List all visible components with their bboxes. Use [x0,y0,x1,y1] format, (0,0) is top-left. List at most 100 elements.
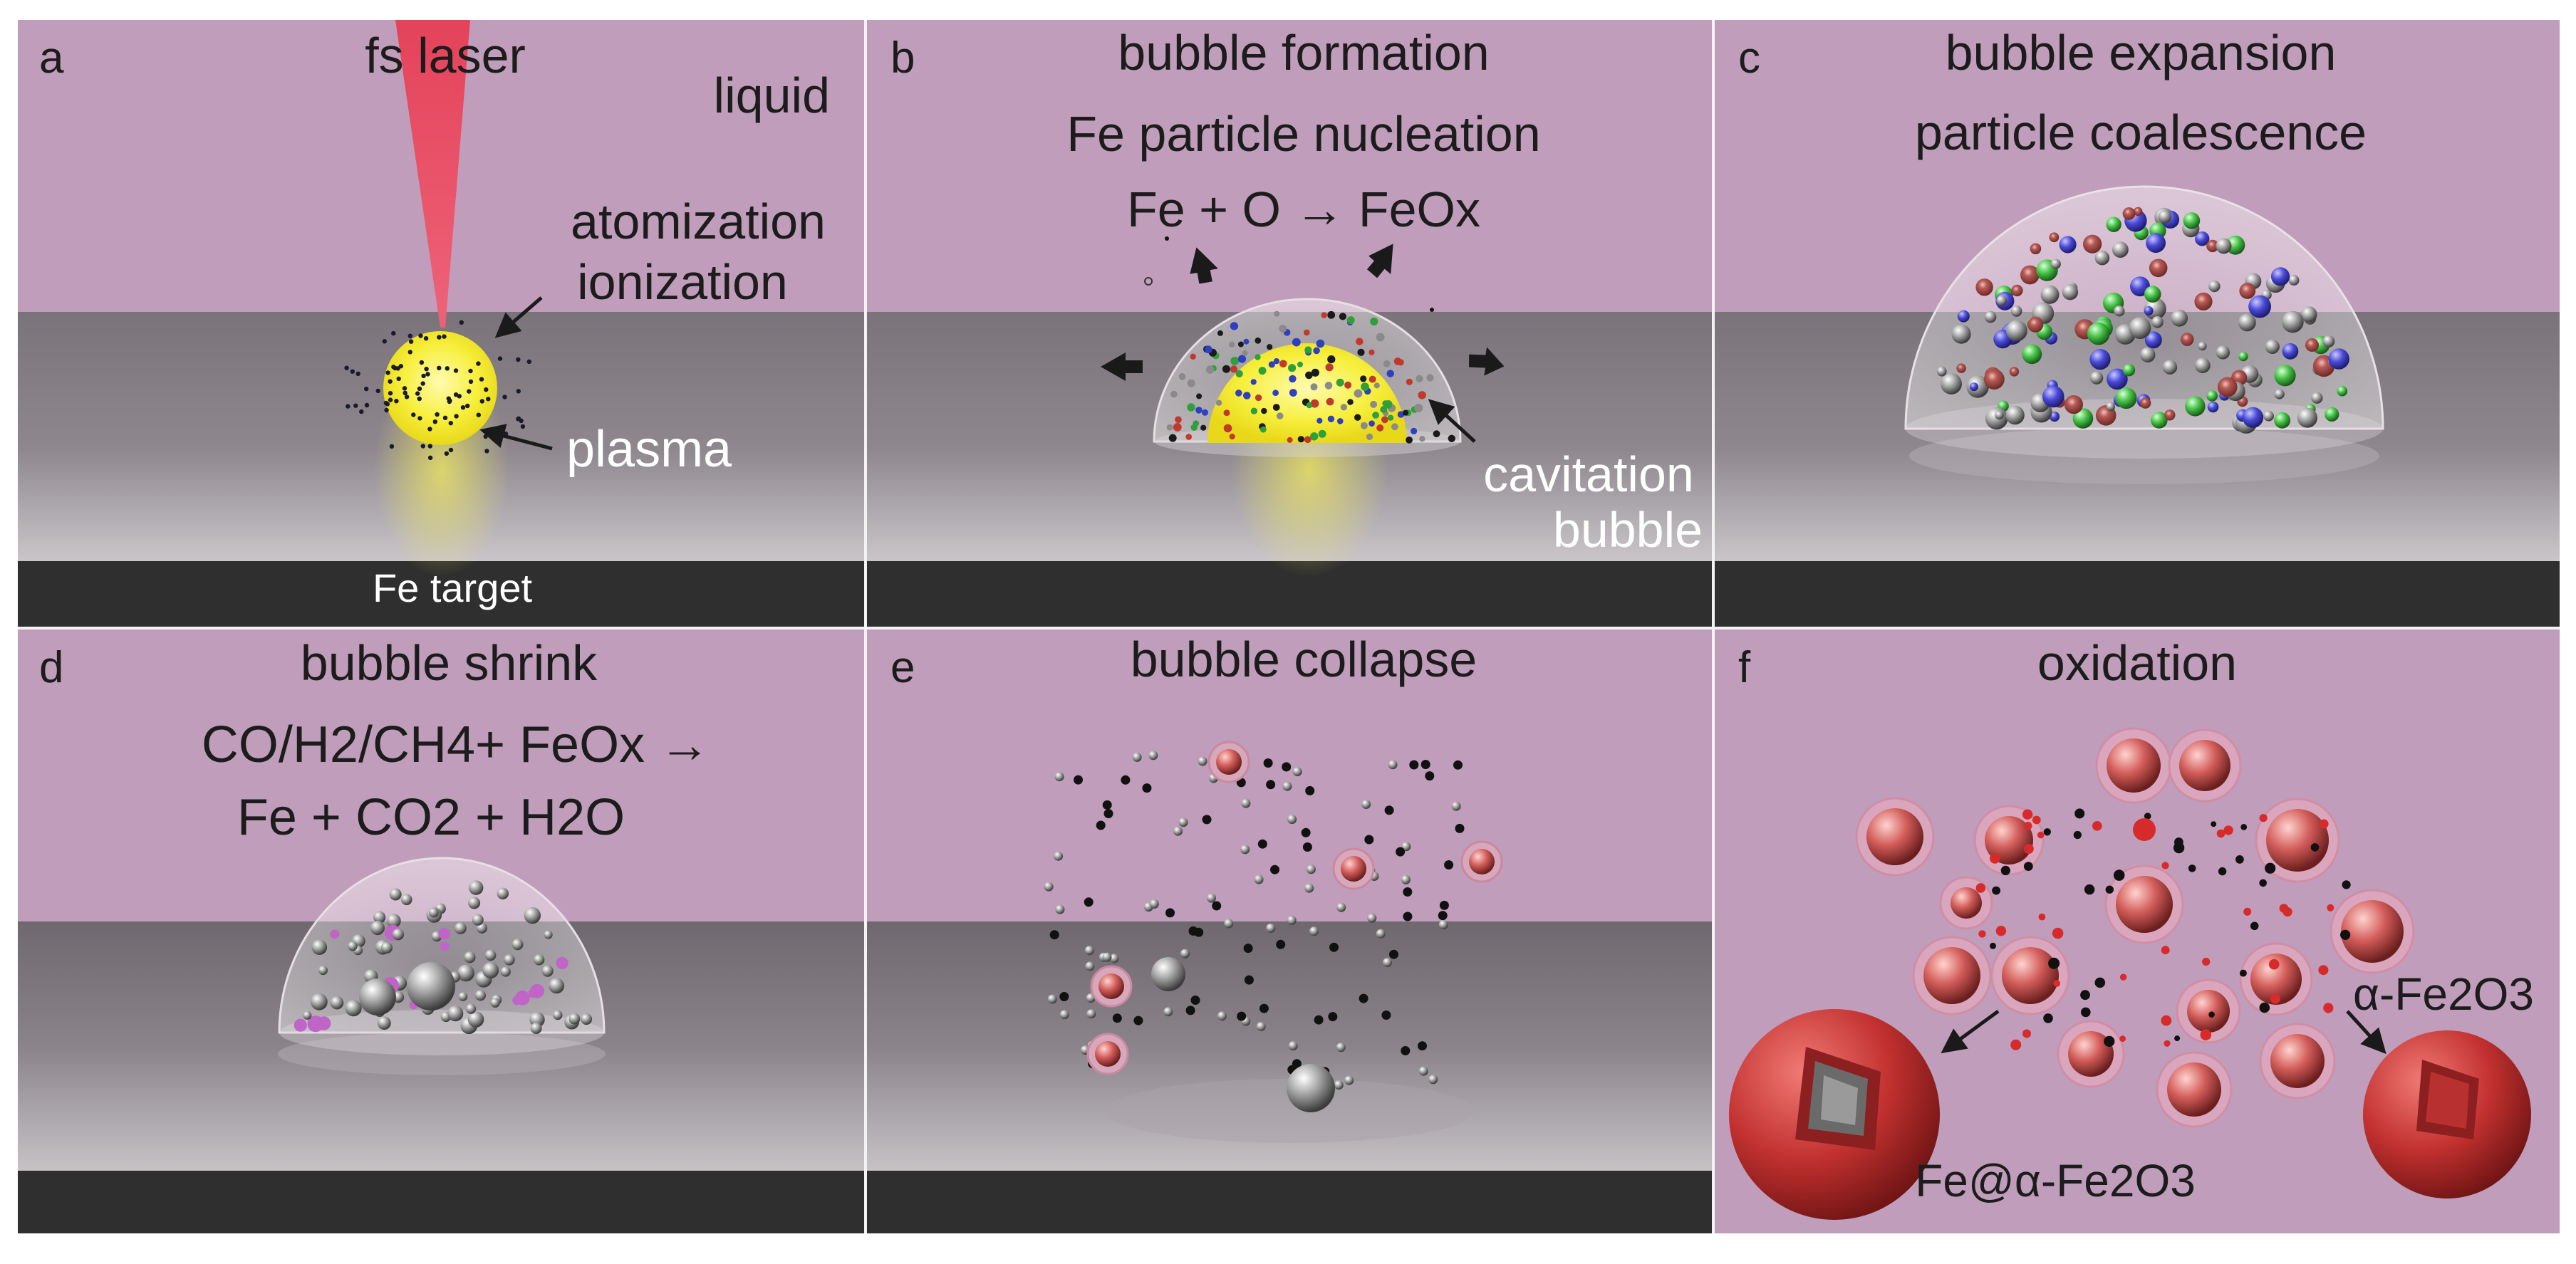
particle-sphere [2005,405,2025,425]
particle-dot [1306,402,1313,409]
particle-sphere [2040,285,2060,304]
small-particle [1978,930,1986,938]
dome-base [279,1010,604,1055]
particle-dot [1230,365,1238,373]
atom-dot [404,395,410,399]
particle-dot [1418,1066,1428,1076]
particle-dot [1337,418,1344,424]
particle-dot [1329,942,1339,952]
particle-dot [1085,961,1095,971]
particle-sphere [2006,320,2027,342]
particle-sphere [2216,238,2232,254]
particle-dot [1304,329,1310,336]
small-particle [2243,907,2252,916]
particle-sphere [541,965,554,977]
particle-dot [1241,798,1251,808]
particle-dot [1292,338,1301,347]
ionization-label: ionization [577,254,788,310]
particle-dot [1397,411,1405,418]
particle-sphere [2274,412,2291,429]
particle-sphere [457,964,474,982]
atom-dot [364,386,369,392]
atom-dot [402,386,407,391]
hematite-particle [2179,740,2230,791]
atom-dot [364,402,370,408]
hematite-particle [2107,738,2161,793]
particle-dot [1376,333,1385,342]
particle-sphere [2064,395,2083,414]
particle-dot [1237,1011,1247,1021]
atom-dot [432,419,437,424]
small-particle [2080,990,2090,1001]
particle-sphere [2083,234,2102,254]
particle-sphere [497,887,509,900]
atom-dot [355,371,360,376]
particle-sphere [2270,267,2290,286]
atom-dot [389,444,395,449]
particle-dot [1321,312,1327,318]
particle-dot [1096,820,1106,830]
particle-dot [1318,429,1326,438]
particle-sphere [2059,236,2077,254]
particle-sphere [1995,410,2004,420]
particle-dot [1297,361,1303,367]
particle-sphere [467,1011,484,1028]
panel-c: c bubble expansion particle coalescence [1738,25,2384,484]
particle-dot [1047,994,1057,1004]
particle-dot [1357,348,1365,356]
atom-dot [427,444,432,449]
reaction-d-line1: CO/H2/CH4+ FeOx → [202,716,710,773]
particle-sphere [524,907,541,924]
particle-sphere [2325,407,2339,422]
small-particle [2144,813,2151,820]
particle-sphere [2162,360,2178,375]
hematite-particle [2270,1034,2325,1088]
particle-dot [1274,310,1280,317]
particle-dot [1304,346,1312,354]
particle-sphere [2194,292,2213,310]
panel-dividers [18,20,2560,1233]
large-fe-sphere [407,962,455,1010]
oxide-particle [1469,849,1495,874]
particle-dot [1354,389,1363,398]
particle-dot [1149,899,1159,909]
panel-letter-c: c [1738,33,1760,83]
reduced-particles [294,880,593,1035]
particle-dot [1433,430,1440,438]
particle-dot [1166,424,1173,431]
particle-dot [1361,800,1371,809]
particle-sphere [330,929,340,939]
small-particle [2022,809,2033,820]
particle-dot [1260,426,1267,433]
small-particle [2053,980,2061,987]
small-particle [1992,886,2001,895]
hematite-particle [2250,954,2302,1005]
particle-dot [1311,368,1319,377]
particle-dot [1263,758,1273,768]
particle-sphere [447,1006,464,1022]
atom-dot [353,403,358,408]
atom-dot [484,449,489,454]
particle-dot [1132,752,1142,762]
particle-dot [1230,357,1240,365]
particle-dot [1346,316,1355,325]
particle-dot [1305,785,1315,795]
small-particle [2323,1003,2334,1013]
small-particle [2113,869,2125,881]
particle-dot [1180,949,1190,959]
particle-dot [1372,412,1379,419]
hematite-arrow [2346,1010,2387,1055]
particle-dot [1403,887,1413,897]
small-particle [2048,957,2060,969]
particle-dot [1121,775,1131,785]
particle-dot [1414,404,1423,412]
particle-dot [1235,370,1243,378]
particle-sphere [377,1016,391,1030]
particle-sphere [1957,310,1970,323]
particle-sphere [530,1023,542,1034]
small-particle [2081,1007,2091,1018]
particle-sphere [529,1012,545,1028]
particle-sphere [549,978,565,994]
particle-sphere [373,911,386,924]
